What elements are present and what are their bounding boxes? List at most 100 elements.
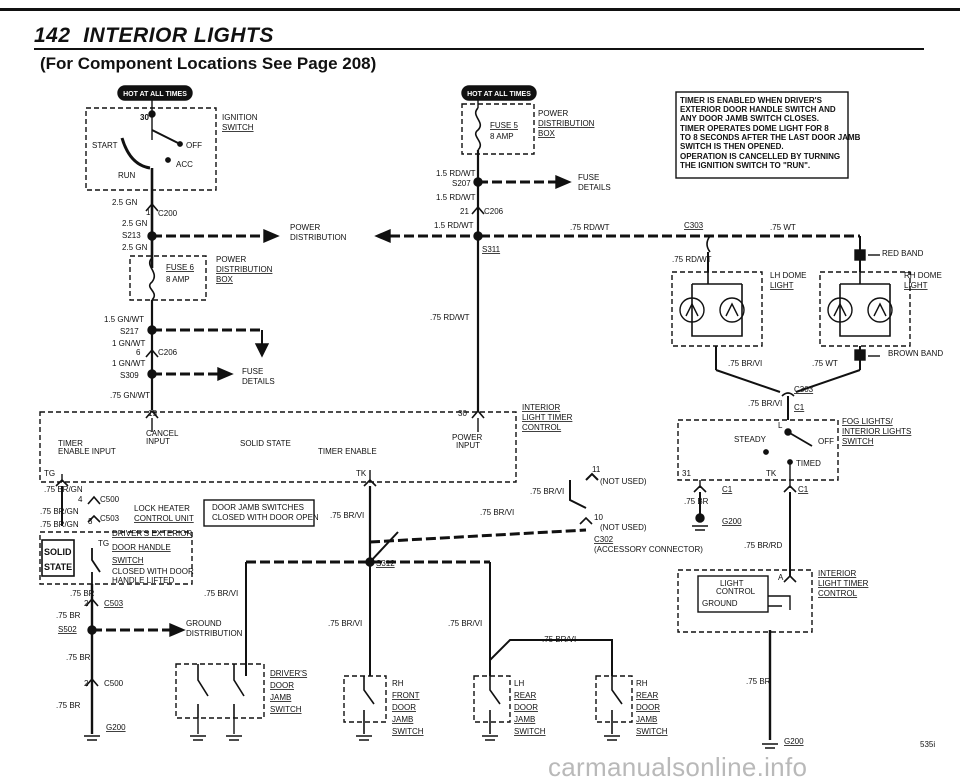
splice-label: S309 — [120, 371, 139, 380]
fuse-details-b2: DETAILS — [578, 183, 611, 192]
wire-label: 2.5 GN — [112, 198, 138, 207]
solid-state-label: SOLID STATE — [240, 439, 291, 448]
connector-label: C302 — [594, 535, 614, 544]
lock-heater-label: LOCK HEATER — [134, 504, 190, 513]
pin-number: 4 — [78, 495, 83, 504]
solid-label2: STATE — [44, 562, 72, 572]
wire-label: 1.5 GN/WT — [104, 315, 144, 324]
ignition-title2: SWITCH — [222, 123, 254, 132]
hot-badge-right — [461, 85, 537, 101]
s312-to-c302 — [369, 528, 587, 544]
wire-label: .75 BR — [56, 701, 81, 710]
timer-b-internal — [768, 595, 791, 610]
ground-dist2: DISTRIBUTION — [186, 629, 243, 638]
title-text: INTERIOR LIGHTS — [83, 24, 274, 47]
s311-left-arrow — [374, 228, 391, 244]
ground-g200c-symbol — [84, 735, 100, 741]
pin-number: 2 — [84, 679, 89, 688]
wire-label: .75 BR/VI — [204, 589, 238, 598]
ground-label: G200 — [106, 723, 126, 732]
ground-label: G200 — [722, 517, 742, 526]
pin-tg: TG — [44, 469, 55, 478]
pin10: 10 — [594, 513, 603, 522]
fuse6-box3: BOX — [216, 275, 234, 284]
wire-label: .75 BR/VI — [328, 619, 362, 628]
ignition-acc: ACC — [176, 160, 193, 169]
tk2-label: TK — [766, 469, 777, 478]
wire-label: .75 BR/VI — [480, 508, 514, 517]
wire-label: 1.5 RD/WT — [434, 221, 474, 230]
note-line: TO 8 SECONDS AFTER THE LAST DOOR JAMB — [680, 133, 861, 142]
note-line: ANY DOOR JAMB SWITCH CLOSES. — [680, 114, 819, 123]
deh5: HANDLE LIFTED — [112, 576, 174, 585]
wire-label: .75 BR — [56, 611, 81, 620]
fuse6-symbol — [148, 257, 156, 301]
brown-band-label: BROWN BAND — [888, 349, 943, 358]
connector-label: C500 — [104, 679, 124, 688]
rhf4: JAMB — [392, 715, 413, 724]
splice-label: S311 — [482, 245, 501, 254]
driver-jamb-switch-box — [175, 663, 265, 719]
fuse6-box2: DISTRIBUTION — [216, 265, 273, 274]
timer-control-b-box — [677, 569, 813, 633]
rhr-jamb-wire — [489, 639, 613, 676]
wire-label: .75 BR — [70, 589, 95, 598]
dds4: SWITCH — [270, 705, 302, 714]
page-header: 142 INTERIOR LIGHTS (For Component Locat… — [0, 0, 960, 80]
wire-label: .75 WT — [770, 223, 796, 232]
ilt-b2: LIGHT TIMER — [818, 579, 869, 588]
timer-control-b-inner — [697, 575, 769, 613]
fuse5-rating: 8 AMP — [490, 132, 514, 141]
lower-connectors — [85, 597, 99, 687]
rhr-jamb-contacts — [604, 676, 623, 741]
s312-riser — [369, 531, 399, 563]
fuse6-name: FUSE 6 — [166, 263, 195, 272]
ilt-label1: INTERIOR — [522, 403, 560, 412]
fuse-details-b: FUSE — [578, 173, 599, 182]
fuse6-box1: POWER — [216, 255, 246, 264]
s207-arrow — [555, 174, 572, 190]
connector-label: C1 — [794, 403, 805, 412]
page-subtitle: (For Component Locations See Page 208) — [40, 54, 377, 73]
deh3: SWITCH — [112, 556, 144, 565]
timer-enable: TIMER ENABLE — [318, 447, 377, 456]
rh-dome-light-box — [819, 271, 911, 347]
ground-g200a-node — [695, 513, 705, 523]
note-line: TIMER OPERATES DOME LIGHT FOR 8 — [680, 124, 829, 133]
connector-label: C303 — [794, 385, 814, 394]
page-title: 142 INTERIOR LIGHTS — [34, 24, 274, 48]
ground-g200b-symbol — [762, 743, 778, 749]
solid-label: SOLID — [44, 547, 72, 557]
rhf1: RH — [392, 679, 404, 688]
rhf-jamb-switch-box — [343, 675, 387, 723]
wire-label: .75 GN/WT — [110, 391, 150, 400]
pin31-label: 31 — [682, 469, 691, 478]
fuse5-box — [461, 103, 535, 155]
fuse5-box1: POWER — [538, 109, 568, 118]
wire-label: .75 BR — [746, 677, 771, 686]
rh-dome-filaments — [833, 302, 887, 317]
lh-dome-label2: LIGHT — [770, 281, 794, 290]
pin-number: 1 — [146, 208, 151, 217]
driver-jamb-grounds — [190, 718, 242, 741]
ilt-b3: CONTROL — [818, 589, 858, 598]
lhr2: REAR — [514, 691, 536, 700]
pin30: 30 — [458, 409, 467, 418]
light-control1: LIGHT — [720, 579, 744, 588]
lhr-jamb-contacts — [482, 676, 501, 741]
lh-dome-label: LH DOME — [770, 271, 806, 280]
ignition-start-arc — [120, 137, 151, 170]
power-dist-label: POWER — [290, 223, 320, 232]
wire-label: 2.5 GN — [122, 219, 148, 228]
tg2: TG — [98, 539, 109, 548]
c303b-connector — [781, 392, 795, 397]
fuse5-name: FUSE 5 — [490, 121, 519, 130]
timer-top-connectors — [145, 409, 485, 419]
a-pin: A — [778, 573, 784, 582]
lhr3: DOOR — [514, 703, 538, 712]
ignition-acc-pos — [165, 157, 171, 163]
red-band-label: RED BAND — [882, 249, 924, 258]
c500-c503-connectors — [87, 495, 101, 523]
c206-connector — [145, 348, 159, 358]
